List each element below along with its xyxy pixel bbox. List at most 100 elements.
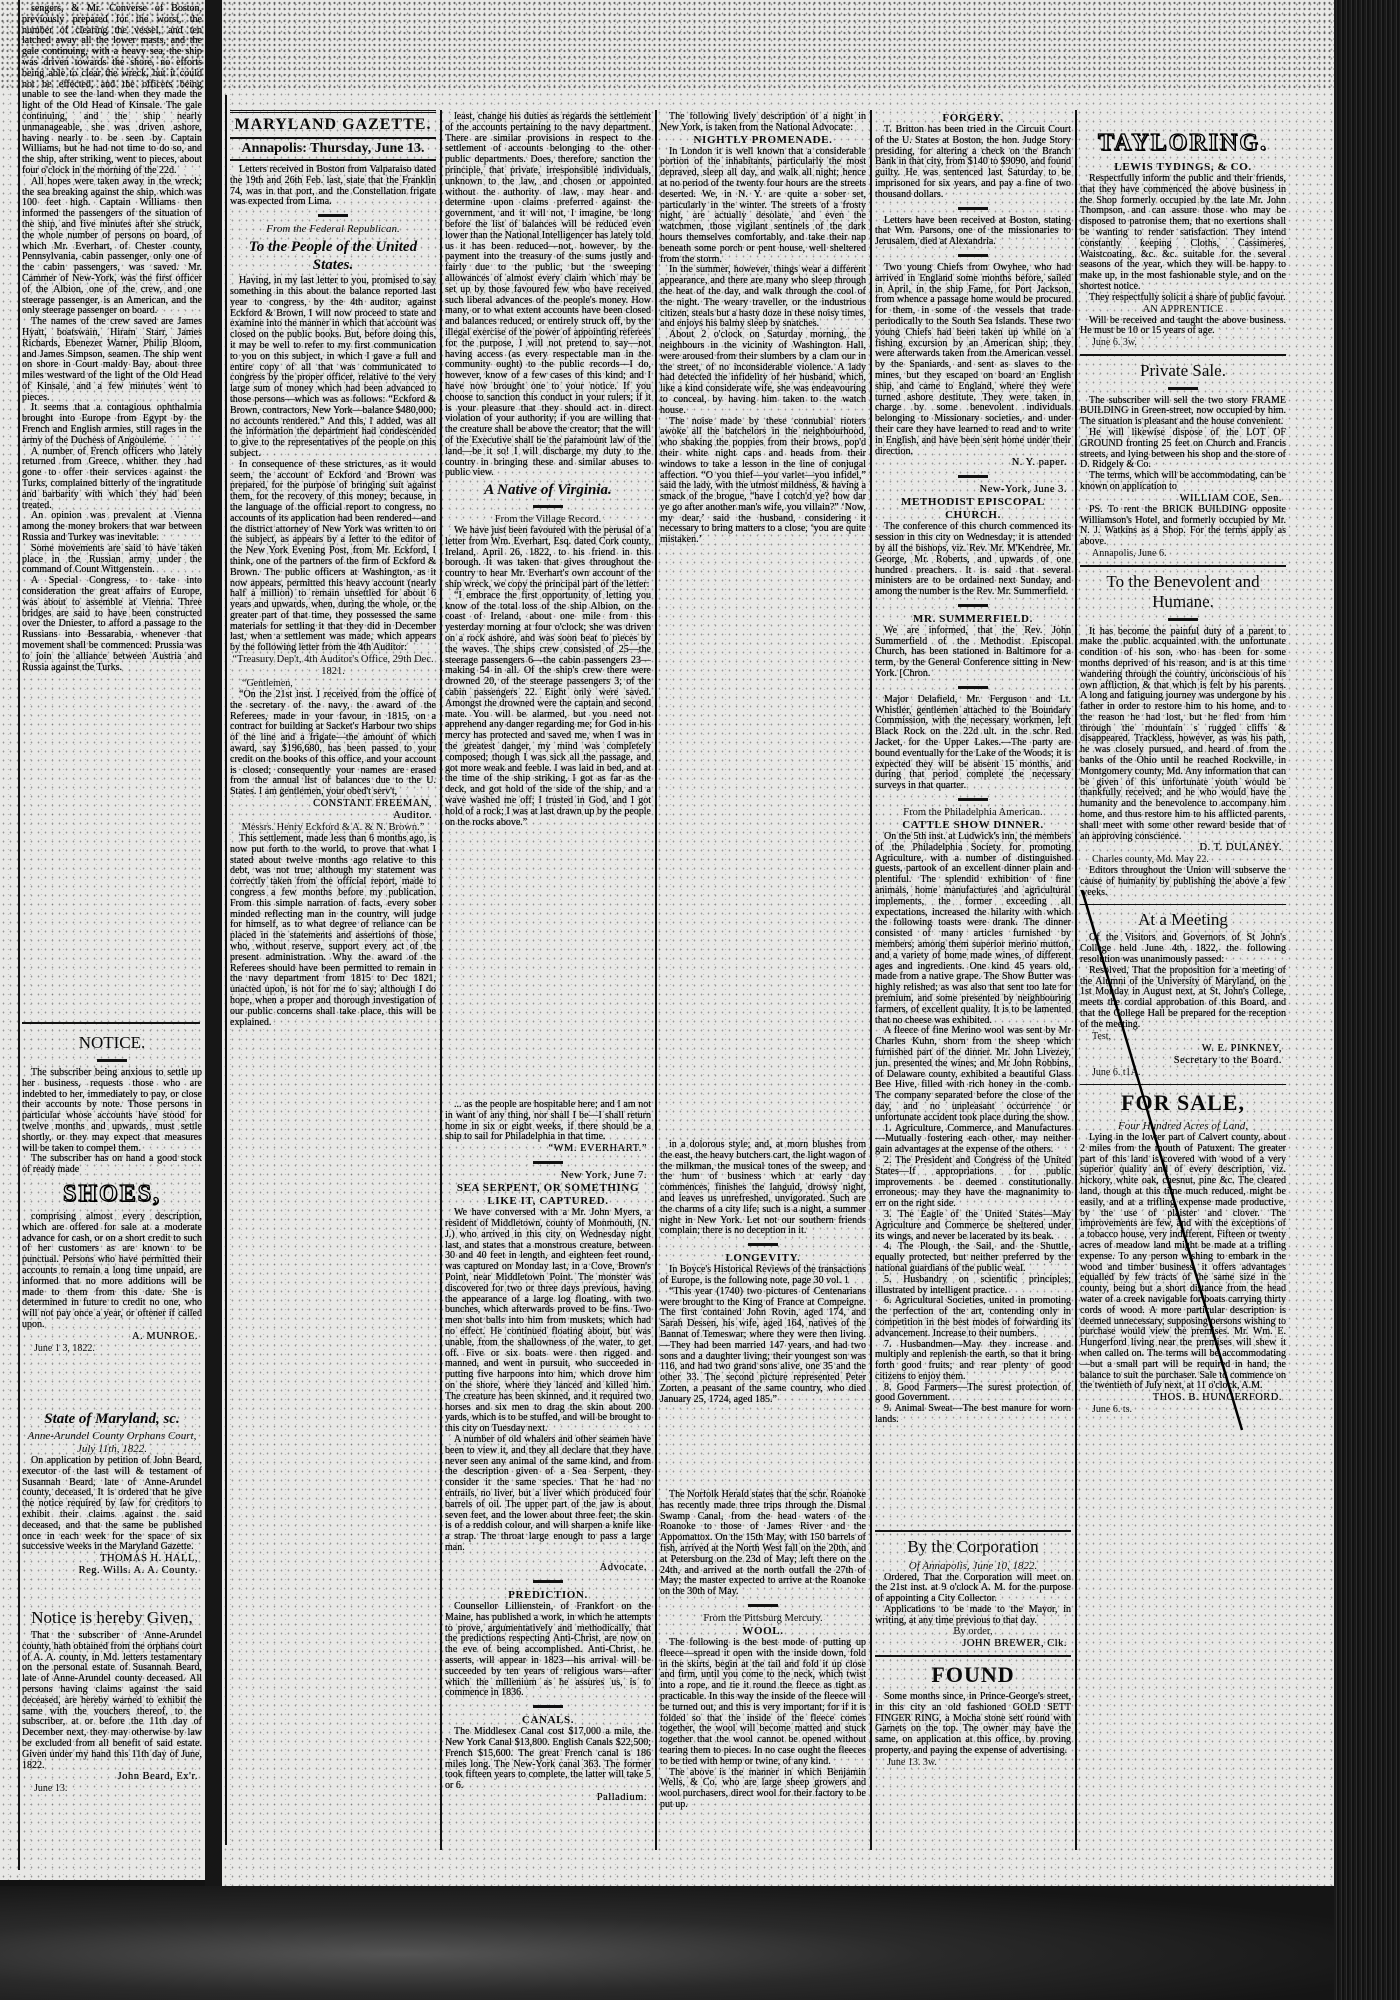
divider-line — [1080, 903, 1286, 906]
centered-text: “Treasury Dep't, 4th Auditor's Office, 2… — [232, 654, 434, 678]
paragraph: Editors throughout the Union will subser… — [1080, 865, 1286, 899]
article-heading: MR. SUMMERFIELD. — [913, 612, 1033, 625]
short-rule — [1168, 617, 1198, 621]
paragraph: 9. Animal Sweat—The best manure for worn… — [875, 1403, 1071, 1426]
article-heading: NIGHTLY PROMENADE. — [693, 133, 833, 146]
paragraph: in a dolorous style; and, at morn blushe… — [660, 1140, 866, 1237]
script-heading: A Native of Virginia. — [484, 482, 612, 499]
italic-subhead: Anne-Arundel County Orphans Court, — [27, 1430, 197, 1442]
page-gutter — [205, 0, 222, 1890]
paragraph: PS. To rent the BRICK BUILDING opposite … — [1080, 503, 1286, 548]
column-rule — [225, 95, 227, 1845]
short-rule — [748, 1603, 778, 1607]
paragraph: Letters received in Boston from Valparai… — [230, 164, 436, 208]
signature: A. MUNROE. — [132, 1330, 198, 1342]
short-rule — [958, 798, 988, 802]
paragraph: The subscriber will sell the two story F… — [1080, 394, 1286, 428]
signature: Reg. Wills. A. A. County. — [78, 1565, 198, 1577]
paragraph: Respectfully inform the public and their… — [1080, 173, 1286, 292]
dateline-text: “Gentlemen, — [242, 678, 293, 690]
signature: CONSTANT FREEMAN, — [313, 798, 432, 810]
signature: Auditor. — [393, 810, 432, 822]
short-rule — [97, 1059, 127, 1062]
column-rule — [18, 0, 20, 1870]
short-rule — [533, 505, 563, 509]
article-heading: FORGERY. — [942, 112, 1004, 124]
italic-subhead: July 11th, 1822. — [76, 1443, 148, 1455]
paragraph: In consequence of these strictures, as i… — [230, 458, 436, 654]
paragraph: 4. The Plough, the Sail, and the Shuttle… — [875, 1241, 1071, 1274]
paragraph: Major Delafield, Mr. Ferguson and Lt. Wh… — [875, 693, 1071, 792]
paragraph: The following is the best mode of puttin… — [660, 1636, 866, 1767]
paragraph: 7. Husbandmen—May they increase and mult… — [875, 1338, 1071, 1382]
column-rule — [440, 110, 442, 1850]
short-rule — [958, 475, 988, 479]
signature: Advocate. — [599, 1562, 647, 1573]
column-2-sea-serpent: ... as the people are hospitable here; a… — [445, 1100, 651, 1555]
paragraph: Some movements are said to have taken pl… — [22, 542, 202, 576]
article-heading: LEWIS TYDINGS, & CO. — [1114, 161, 1252, 173]
script-heading: State of Maryland, sc. — [44, 1411, 180, 1427]
paragraph: He will likewise dispose of the LOT OF G… — [1080, 427, 1286, 471]
centered-text: By order, — [953, 1626, 993, 1638]
paragraph: A number of French officers who lately r… — [22, 445, 202, 511]
divider-line — [875, 1530, 1071, 1532]
issue-dateline: Annapolis: Thursday, June 13. — [230, 139, 436, 161]
paragraph: The Middlesex Canal cost $17,000 a mile,… — [445, 1726, 651, 1792]
paragraph: A number of old whalers and other seamen… — [445, 1433, 651, 1553]
paragraph: The subscriber has on hand a good stock … — [22, 1153, 202, 1176]
column-3-longevity: in a dolorous style; and, at morn blushe… — [660, 1140, 866, 1485]
column-1-federal-republican: MARYLAND GAZETTE.Annapolis: Thursday, Ju… — [230, 110, 436, 1850]
ad-heading: By the Corporation — [907, 1536, 1039, 1556]
pen-stroke-mark — [1080, 889, 1244, 1431]
divider-line — [1080, 1083, 1286, 1086]
paragraph: On the 5th inst. at Ludwick's inn, the m… — [875, 831, 1071, 1026]
short-rule — [533, 1580, 563, 1583]
paragraph: The Norfolk Herald states that the schr.… — [660, 1490, 866, 1598]
ad-heading: To the Benevolent and Humane. — [1106, 571, 1260, 611]
column-rule — [1075, 110, 1077, 1850]
article-heading: METHODIST EPISCOPAL CHURCH. — [901, 496, 1045, 522]
signature: New York, June 7. — [560, 1170, 647, 1182]
divider-line — [1080, 565, 1286, 567]
paragraph: 5. Husbandry on scientific principles; i… — [875, 1273, 1071, 1296]
signature: THOMAS H. HALL, — [100, 1553, 198, 1565]
paragraph: “On the 21st inst. I received from the o… — [230, 689, 436, 798]
ad-heading-large: FOUND — [931, 1661, 1015, 1687]
paragraph: Applications to be made to the Mayor, in… — [875, 1603, 1071, 1626]
paragraph: The above is the manner in which Benjami… — [660, 1766, 866, 1810]
article-heading: SEA SERPENT, OR SOMETHING LIKE IT, CAPTU… — [456, 1182, 640, 1208]
ad-heading: NOTICE. — [78, 1033, 146, 1052]
paragraph: In London it is well known that a consid… — [660, 145, 866, 265]
paragraph: On application by petition of John Beard… — [22, 1455, 202, 1553]
paragraph: We have just been favoured with the peru… — [445, 525, 651, 591]
ad-heading: Private Sale. — [1140, 360, 1226, 380]
column-rule — [655, 110, 657, 1850]
italic-subhead: From the Federal Republican. — [266, 223, 400, 236]
paragraph: It has become the painful duty of a pare… — [1080, 625, 1286, 842]
signature: Secretary to the Board. — [1173, 1054, 1282, 1066]
paragraph: Ordered, That the Corporation will meet … — [875, 1571, 1071, 1605]
dateline-text: Charles county, Md. May 22. — [1092, 854, 1209, 866]
column-4-news-items: FORGERY.T. Britton has been tried in the… — [875, 112, 1071, 1522]
dateline-text: June 6. 3w. — [1092, 337, 1137, 349]
display-heading: SHOES, — [62, 1180, 162, 1207]
paragraph: Letters have been received at Boston, st… — [875, 214, 1071, 248]
paragraph: ... as the people are hospitable here; a… — [445, 1100, 651, 1143]
centered-text: Messrs. Henry Eckford & A. & N. Brown.” — [241, 822, 425, 834]
paragraph: Resolved, That the proposition for a mee… — [1080, 964, 1286, 1030]
display-heading: TAYLORING. — [1097, 129, 1269, 156]
paragraph: About 2 o'clock on Saturday morning, the… — [660, 329, 866, 416]
paragraph: 1. Agriculture, Commerce, and Manufactur… — [875, 1122, 1071, 1156]
centered-text: From the Philadelphia American. — [903, 807, 1043, 819]
section-divider — [22, 1022, 200, 1024]
divider-line — [875, 1655, 1071, 1657]
newspaper-page: MARYLAND GAZETTE.Annapolis: Thursday, Ju… — [222, 0, 1334, 1886]
divider-line — [1080, 354, 1286, 356]
scan-background — [0, 1886, 1334, 2000]
signature: “WM. EVERHART.” — [548, 1143, 647, 1155]
centered-text: AN APPRENTICE — [1142, 303, 1224, 315]
column-3-wool: The Norfolk Herald states that the schr.… — [660, 1490, 866, 1845]
paragraph: A fleece of fine Merino wool was sent by… — [875, 1025, 1071, 1123]
paragraph: least, change his duties as regards the … — [445, 112, 651, 479]
